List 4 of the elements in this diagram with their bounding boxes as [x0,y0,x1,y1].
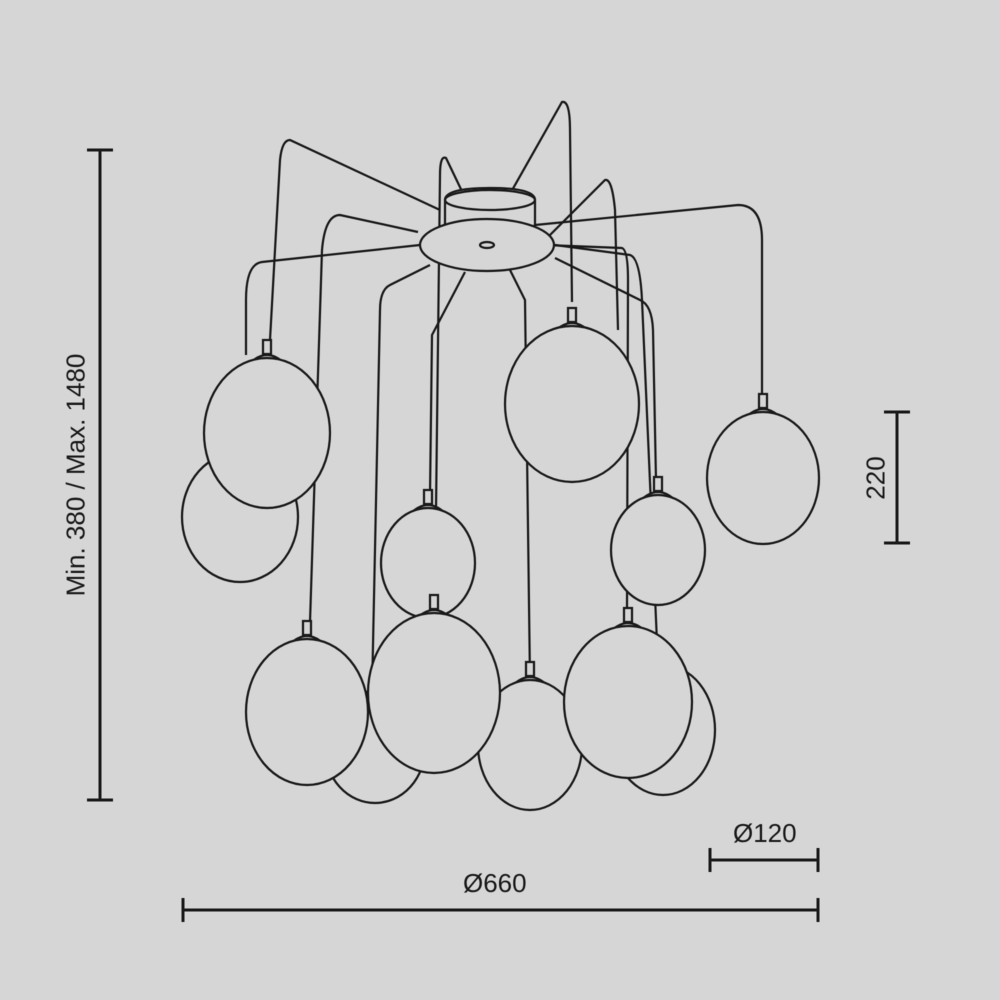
dimension-label: Ø660 [463,870,527,896]
dimension-label: Ø120 [733,820,797,846]
dimension-label: 220 [862,456,888,500]
dimension-label: Min. 380 / Max. 1480 [62,354,88,596]
